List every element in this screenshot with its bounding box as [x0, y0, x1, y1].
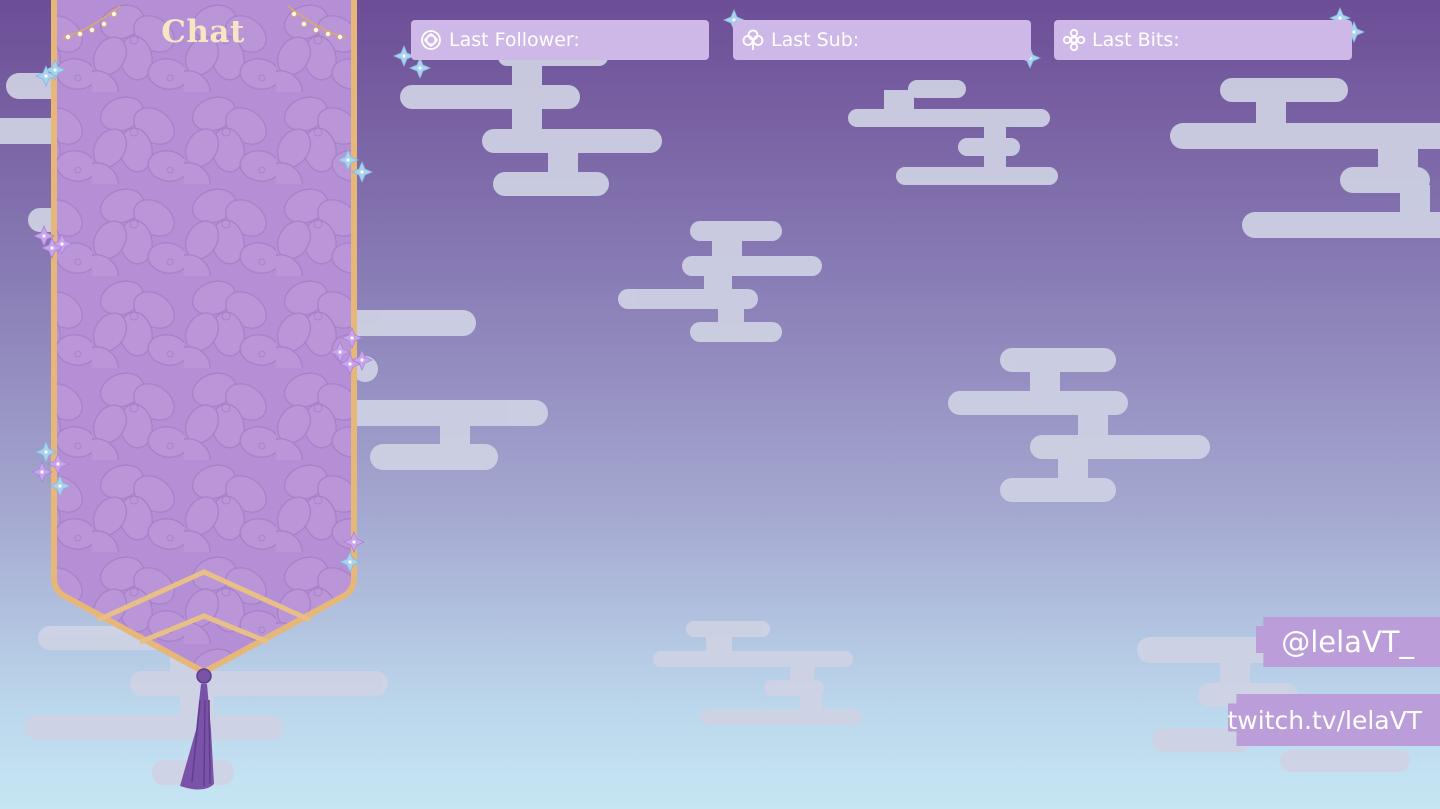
last-sub-bar: Last Sub:: [733, 20, 1031, 60]
cloud: [653, 621, 862, 725]
hydrangea-cluster: [329, 327, 373, 375]
channel-url: twitch.tv/lelaVT: [1227, 705, 1422, 735]
cloud: [948, 348, 1210, 502]
chat-title: Chat: [161, 14, 245, 50]
cloud: [340, 310, 548, 470]
cloud: [618, 221, 822, 342]
hydrangea-cluster: [33, 225, 73, 259]
last-bits-label: Last Bits:: [1092, 29, 1180, 51]
cloud: [1170, 78, 1440, 238]
last-bits-bar: Last Bits:: [1054, 20, 1352, 60]
channel-url-tag: twitch.tv/lelaVT: [1228, 694, 1440, 746]
clover-icon: [741, 28, 765, 52]
pearl-chain: [61, 5, 347, 41]
cloud: [848, 80, 1058, 185]
last-sub-label: Last Sub:: [771, 29, 860, 51]
hydrangea-cluster: [35, 59, 66, 87]
hydrangea-cluster: [339, 531, 365, 573]
cloud: [400, 48, 662, 196]
social-handle-tag: @lelaVT_: [1256, 617, 1440, 667]
social-handle: @lelaVT_: [1281, 625, 1414, 659]
last-follower-bar: Last Follower:: [411, 20, 709, 60]
last-follower-label: Last Follower:: [449, 29, 580, 51]
tassel: [180, 668, 214, 790]
hydrangea-cluster: [31, 441, 71, 497]
celtic-knot-icon: [419, 28, 443, 52]
four-petal-knot-icon: [1062, 28, 1086, 52]
hydrangea-cluster: [337, 149, 373, 183]
